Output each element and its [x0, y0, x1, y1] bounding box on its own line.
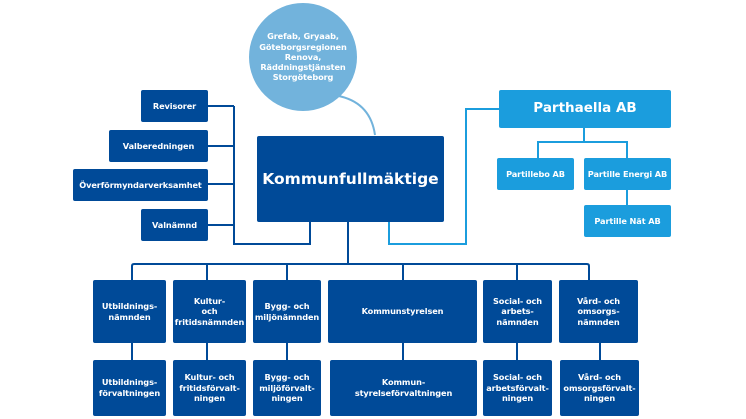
- committee-box: Utbildnings- nämnden: [93, 280, 166, 343]
- administration-label: Kultur- och fritidsförvalt- ningen: [179, 372, 240, 404]
- committee-label: Kommunstyrelsen: [361, 306, 444, 317]
- left-box-label: Valberedningen: [122, 140, 195, 151]
- circle-connector: [332, 94, 376, 136]
- company-connector: [388, 108, 500, 245]
- company-tree: [537, 128, 628, 205]
- committee-box: Kommunstyrelsen: [328, 280, 477, 343]
- committee-label: Vård- och omsorgs- nämnden: [577, 295, 620, 327]
- left-box-label: Valnämnd: [152, 219, 197, 230]
- administration-box: Kommun- styrelseförvaltningen: [330, 360, 477, 416]
- committee-label: Social- och arbets- nämnden: [493, 295, 542, 327]
- committee-bus: [131, 222, 601, 360]
- left-box-revisorer: Revisorer: [141, 90, 208, 122]
- administration-box: Utbildnings- förvaltningen: [93, 360, 166, 416]
- left-box-valnamnd: Valnämnd: [141, 209, 208, 241]
- partillebo-box: Partillebo AB: [497, 158, 574, 190]
- left-box-label: Överförmyndarverksamhet: [79, 179, 202, 190]
- partille-nat-box: Partille Nät AB: [584, 205, 671, 237]
- committee-label: Bygg- och miljönämnden: [254, 300, 320, 322]
- kommunfullmaktige-box: Kommunfullmäktige: [257, 136, 444, 222]
- administration-box: Bygg- och miljöförvalt- ningen: [253, 360, 321, 416]
- committee-box: Bygg- och miljönämnden: [253, 280, 321, 343]
- administration-label: Bygg- och miljöförvalt- ningen: [259, 372, 315, 404]
- company-parent-label: Parthaella AB: [533, 100, 637, 117]
- parthaella-box: Parthaella AB: [499, 90, 671, 128]
- administration-box: Social- och arbetsförvalt- ningen: [483, 360, 552, 416]
- left-box-valberedningen: Valberedningen: [109, 130, 208, 162]
- administration-label: Social- och arbetsförvalt- ningen: [486, 372, 549, 404]
- center-label: Kommunfullmäktige: [262, 169, 439, 188]
- left-box-overformyndarverksamhet: Överförmyndarverksamhet: [73, 169, 208, 201]
- administration-box: Kultur- och fritidsförvalt- ningen: [173, 360, 246, 416]
- partille-energi-box: Partille Energi AB: [584, 158, 671, 190]
- administration-box: Vård- och omsorgsförvalt- ningen: [560, 360, 639, 416]
- administration-label: Vård- och omsorgsförvalt- ningen: [563, 372, 636, 404]
- left-bracket: [208, 105, 311, 245]
- committee-box: Vård- och omsorgs- nämnden: [559, 280, 638, 343]
- associated-organizations-circle: Grefab, Gryaab, Göteborgsregionen Renova…: [249, 3, 357, 111]
- committee-label: Kultur- och fritidsnämnden: [174, 295, 245, 327]
- company-child-label: Partillebo AB: [506, 168, 565, 179]
- company-child-label: Partille Energi AB: [587, 168, 668, 179]
- company-child-label: Partille Nät AB: [594, 215, 661, 226]
- administration-label: Utbildnings- förvaltningen: [98, 377, 161, 398]
- circle-label: Grefab, Gryaab, Göteborgsregionen Renova…: [259, 31, 347, 83]
- committee-box: Kultur- och fritidsnämnden: [173, 280, 246, 343]
- left-box-label: Revisorer: [152, 100, 197, 111]
- administration-label: Kommun- styrelseförvaltningen: [354, 377, 453, 398]
- committee-box: Social- och arbets- nämnden: [483, 280, 552, 343]
- committee-label: Utbildnings- nämnden: [101, 300, 158, 322]
